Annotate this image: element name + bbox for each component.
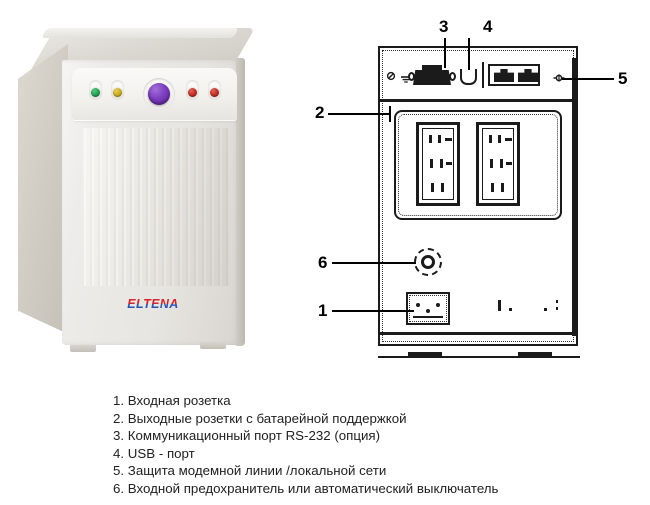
output-socket-right [476, 122, 520, 206]
callout-5: 5 [618, 69, 628, 88]
status-led-red-2 [210, 88, 219, 97]
rs232-db9-connector-icon [413, 70, 451, 85]
panel-foot-left [408, 352, 442, 356]
output-socket-block-inner [398, 114, 558, 216]
callout-2: 2 [315, 103, 325, 122]
ups-foot-right [200, 342, 226, 349]
connector-row-separator [380, 99, 574, 102]
callout-1-leader [332, 310, 414, 312]
db9-screw-right [449, 72, 456, 81]
ups-tower-front-photo: ELTENA [0, 0, 310, 380]
output-socket-left [416, 122, 460, 206]
brand-logo: ELTENA [118, 297, 188, 311]
legend-item-6: 6. Входной предохранитель или автоматиче… [113, 480, 499, 496]
usb-port-icon [460, 69, 477, 85]
ups-side-face [18, 44, 68, 334]
legend-item-1: 1. Входная розетка [113, 393, 231, 408]
callout-6-leader [332, 262, 416, 264]
ups-right-edge [236, 58, 245, 346]
callout-4: 4 [483, 17, 493, 36]
legend-item-2: 2. Выходные розетки с батарейной поддерж… [113, 410, 407, 426]
input-socket-inner [409, 295, 447, 322]
status-led-green [91, 88, 100, 97]
panel-base-line [378, 356, 580, 358]
callout-3-leader [444, 38, 446, 68]
callout-5-leader [562, 78, 614, 80]
callout-3: 3 [439, 17, 449, 36]
callout-6: 6 [318, 253, 328, 272]
screw-icon-left [386, 68, 396, 81]
screw-icon-right [553, 70, 565, 82]
output-socket-right-inner [482, 128, 514, 200]
power-button[interactable] [148, 83, 170, 105]
db9-screw-left [408, 72, 415, 81]
legend-item-5: 5. Защита модемной линии /локальной сети [113, 463, 387, 479]
callout-2-leader-tick [389, 106, 391, 122]
ventilation-grille-shading [82, 128, 230, 286]
status-led-red-1 [188, 88, 197, 97]
status-led-yellow [113, 88, 122, 97]
panel-foot-right [518, 352, 552, 356]
input-circuit-breaker-core [421, 255, 435, 269]
db9-connector-tab [422, 65, 442, 70]
legend-list: 1. Входная розетка 2. Выходные розетки с… [113, 392, 633, 498]
rear-panel-right-rail [572, 58, 578, 336]
callout-4-leader [468, 38, 470, 70]
legend-item-3: 3. Коммуникационный порт RS-232 (опция) [113, 428, 381, 444]
ups-top-highlight [41, 28, 239, 38]
input-socket [406, 292, 450, 325]
output-socket-left-inner [422, 128, 454, 200]
legend-item-4: 4. USB - порт [113, 445, 195, 461]
callout-1: 1 [318, 301, 328, 320]
ups-rear-panel-diagram: 3 4 5 2 6 1 [310, 0, 650, 380]
panel-plinth-line [380, 332, 574, 335]
panel-divider-line [482, 62, 484, 88]
ups-foot-left [70, 345, 96, 352]
callout-2-leader [328, 113, 390, 115]
